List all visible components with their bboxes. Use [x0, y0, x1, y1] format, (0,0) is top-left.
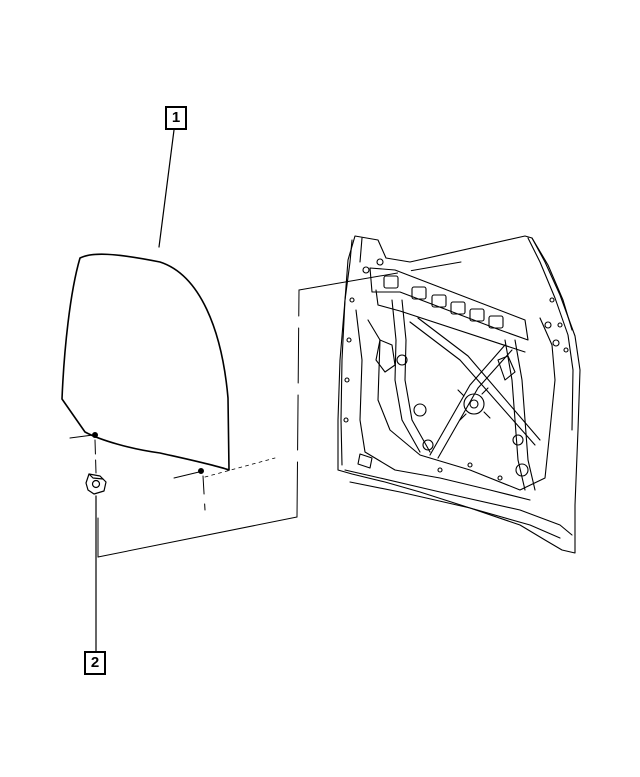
glass-clip: [85, 473, 107, 495]
assembly-lines: [69, 261, 462, 558]
callout-label-1: 1: [165, 106, 187, 130]
leader-line-1: [158, 129, 175, 248]
callout-label-2: 2: [84, 651, 106, 675]
door-inner-panel: [337, 235, 581, 554]
door-glass: [61, 253, 230, 474]
